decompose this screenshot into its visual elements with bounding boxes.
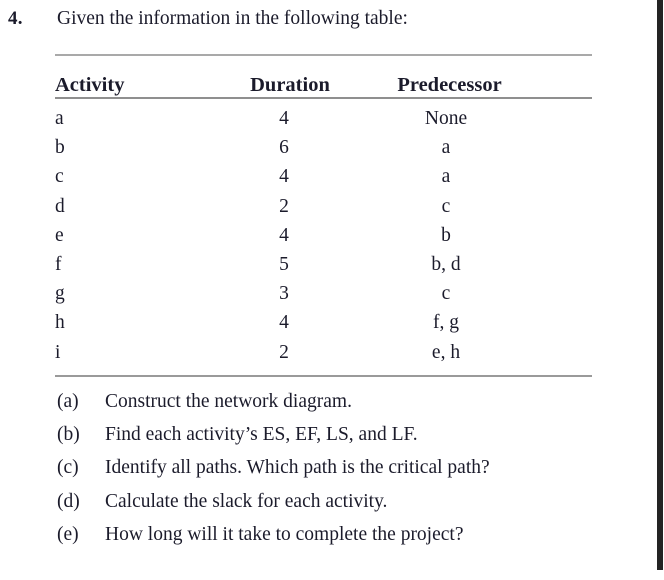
subquestion-item: (d) Calculate the slack for each activit… bbox=[57, 491, 657, 524]
cell-predecessor: c bbox=[441, 195, 451, 217]
cell-duration: 3 bbox=[279, 283, 289, 305]
subquestion-text: Find each activity’s ES, EF, LS, and LF. bbox=[105, 424, 418, 446]
subquestion-label: (b) bbox=[57, 424, 80, 446]
cell-predecessor: b, d bbox=[431, 253, 461, 275]
table-body: a 4 None b 6 a c 4 a d 2 c e 4 b bbox=[55, 99, 592, 375]
subquestion-item: (b) Find each activity’s ES, EF, LS, and… bbox=[57, 424, 657, 457]
cell-predecessor: c bbox=[441, 283, 451, 305]
cell-duration: 6 bbox=[279, 137, 289, 159]
table-row: e 4 b bbox=[55, 220, 592, 249]
cell-predecessor: a bbox=[441, 137, 451, 159]
table-top-rule bbox=[55, 54, 592, 56]
cell-duration: 2 bbox=[279, 195, 289, 217]
cell-predecessor: b bbox=[441, 224, 451, 246]
table-row: b 6 a bbox=[55, 132, 592, 161]
subquestion-item: (a) Construct the network diagram. bbox=[57, 391, 657, 424]
table-row: a 4 None bbox=[55, 103, 592, 132]
question-prompt: Given the information in the following t… bbox=[57, 8, 408, 29]
cell-predecessor: f, g bbox=[433, 312, 459, 334]
cell-activity: d bbox=[55, 195, 65, 217]
table-row: f 5 b, d bbox=[55, 249, 592, 278]
cell-activity: e bbox=[55, 224, 64, 246]
cell-predecessor: a bbox=[441, 166, 451, 188]
subquestion-label: (a) bbox=[57, 391, 79, 412]
table-header-rule bbox=[55, 97, 592, 99]
cell-duration: 4 bbox=[279, 224, 289, 246]
column-header-duration: Duration bbox=[250, 74, 330, 96]
cell-duration: 5 bbox=[279, 253, 289, 275]
cell-activity: b bbox=[55, 137, 65, 159]
table-row: i 2 e, h bbox=[55, 337, 592, 366]
subquestion-item: (c) Identify all paths. Which path is th… bbox=[57, 457, 657, 490]
table-row: g 3 c bbox=[55, 278, 592, 307]
table-row: h 4 f, g bbox=[55, 307, 592, 336]
table-bottom-rule bbox=[55, 374, 592, 377]
scan-edge-band bbox=[657, 0, 663, 570]
column-header-activity: Activity bbox=[55, 74, 125, 96]
subquestion-text: Construct the network diagram. bbox=[105, 391, 352, 412]
cell-duration: 2 bbox=[279, 341, 289, 363]
column-header-predecessor: Predecessor bbox=[397, 74, 502, 96]
subquestion-text: Calculate the slack for each activity. bbox=[105, 490, 388, 512]
cell-duration: 4 bbox=[279, 312, 289, 334]
subquestion-text: Identify all paths. Which path is the cr… bbox=[105, 457, 490, 479]
cell-activity: a bbox=[55, 108, 64, 129]
cell-activity: i bbox=[55, 341, 61, 363]
cell-predecessor: e, h bbox=[431, 341, 461, 363]
cell-activity: f bbox=[55, 253, 62, 275]
subquestion-label: (d) bbox=[57, 490, 80, 512]
cell-predecessor: None bbox=[424, 108, 468, 129]
subquestion-list: (a) Construct the network diagram. (b) F… bbox=[57, 391, 657, 557]
question-header: 4. Given the information in the followin… bbox=[0, 8, 640, 36]
subquestion-label: (e) bbox=[57, 523, 79, 545]
subquestion-label: (c) bbox=[57, 457, 79, 479]
question-number: 4. bbox=[8, 8, 23, 29]
cell-activity: c bbox=[55, 166, 64, 188]
table-header-row: Activity Duration Predecessor bbox=[55, 56, 592, 97]
cell-activity: g bbox=[55, 283, 65, 305]
table-row: d 2 c bbox=[55, 191, 592, 220]
table-row: c 4 a bbox=[55, 161, 592, 190]
subquestion-item: (e) How long will it take to complete th… bbox=[57, 524, 657, 557]
cell-activity: h bbox=[55, 312, 65, 334]
subquestion-text: How long will it take to complete the pr… bbox=[105, 523, 464, 545]
activity-table: Activity Duration Predecessor a 4 None b… bbox=[55, 54, 592, 377]
cell-duration: 4 bbox=[279, 166, 289, 188]
cell-duration: 4 bbox=[279, 108, 289, 129]
